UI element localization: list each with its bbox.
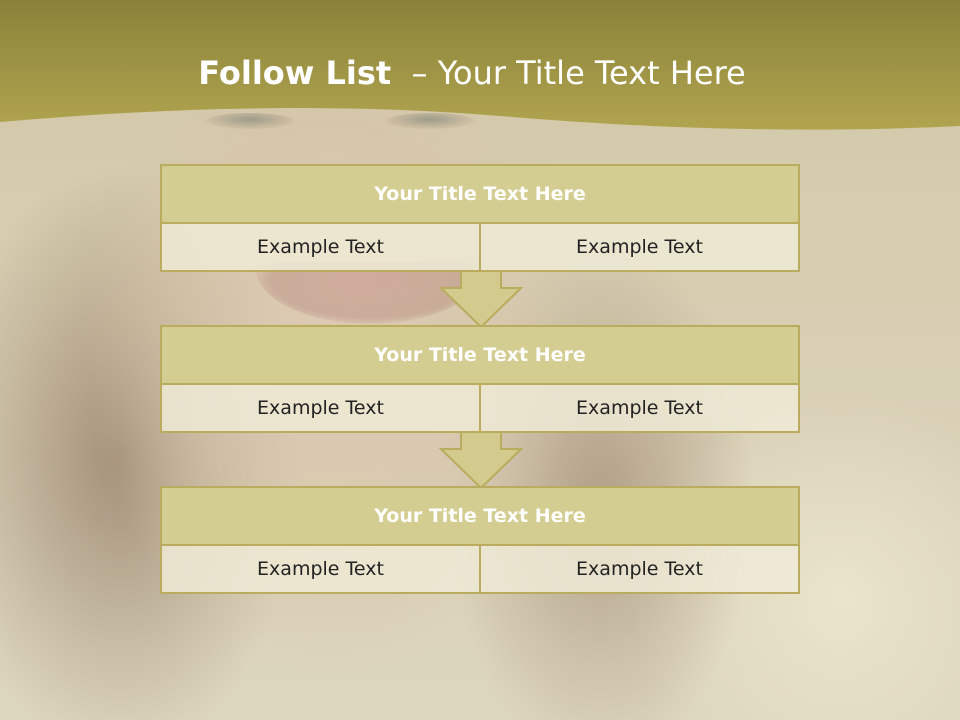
- list-block-3: Your Title Text Here Example Text Exampl…: [160, 486, 800, 594]
- block-cell-right: Example Text: [479, 224, 798, 270]
- down-arrow-icon: [439, 270, 523, 329]
- photo-eye-left: [205, 113, 295, 129]
- list-block-1: Your Title Text Here Example Text Exampl…: [160, 164, 800, 272]
- block-cell-left: Example Text: [257, 236, 384, 258]
- page-title: Follow List – Your Title Text Here: [0, 54, 944, 92]
- title-bold: Follow List: [198, 54, 392, 92]
- down-arrow-icon: [439, 431, 523, 490]
- block-heading: Your Title Text Here: [162, 488, 798, 546]
- block-cell-right: Example Text: [479, 385, 798, 431]
- block-cell-right: Example Text: [479, 546, 798, 592]
- list-block-2: Your Title Text Here Example Text Exampl…: [160, 325, 800, 433]
- title-banner: Follow List – Your Title Text Here: [0, 0, 960, 135]
- block-heading: Your Title Text Here: [162, 166, 798, 224]
- photo-eye-right: [385, 113, 475, 129]
- block-heading: Your Title Text Here: [162, 327, 798, 385]
- block-cell-left: Example Text: [257, 397, 384, 419]
- title-rest: – Your Title Text Here: [391, 54, 746, 92]
- block-cell-left: Example Text: [257, 558, 384, 580]
